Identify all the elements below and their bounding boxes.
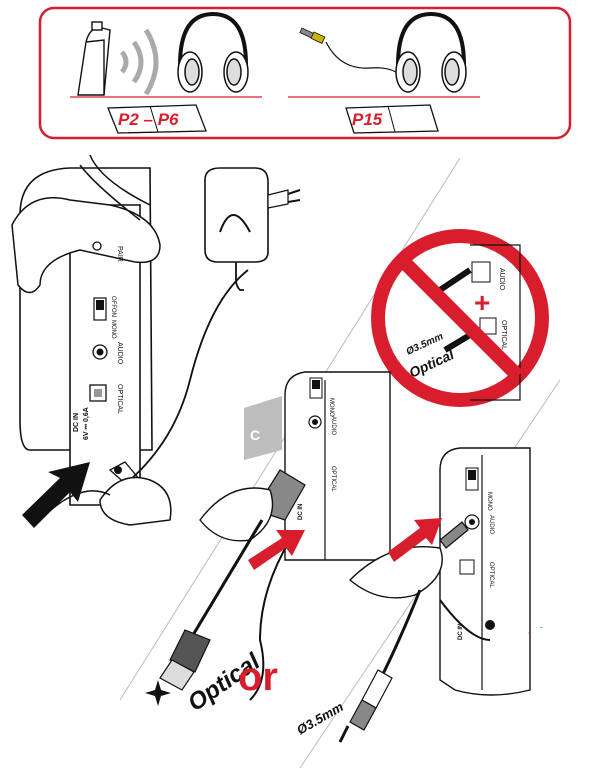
mid-audio-label: AUDIO: [330, 416, 336, 435]
manual-book-icon: P15: [345, 104, 439, 134]
on-label: ON: [110, 308, 116, 317]
prohibition-optical-port-label: OPTICAL: [500, 320, 507, 350]
insert-arrow-icon: [22, 462, 90, 528]
mono-switch: MONO ON OFF: [93, 296, 116, 339]
step-badge: C: [244, 396, 282, 460]
mid-mono-label: MONO: [328, 398, 334, 417]
jack-audio-label: AUDIO: [488, 515, 494, 534]
jack-mono-label: MONO: [486, 492, 492, 511]
transmitter-icon: [77, 21, 111, 96]
wireless-waves-icon: [119, 28, 159, 96]
page-ref-p2-p6: P2 – P6: [118, 110, 179, 129]
mid-dc-label: DC IN: [298, 504, 304, 520]
mid-optical-label: OPTICAL: [330, 466, 336, 492]
power-adapter-icon: [204, 167, 301, 291]
audio-label: AUDIO: [116, 342, 123, 365]
off-label: OFF: [110, 296, 116, 308]
jack-plug-icon: [338, 669, 393, 743]
manual-book-icon: P2 – P6: [107, 104, 207, 134]
sparkle-icon: [145, 680, 171, 706]
jack-size-caption: Ø3.5mm: [294, 699, 346, 738]
optical-label: OPTICAL: [116, 384, 123, 414]
device-panel-jack: MONO AUDIO OPTICAL DC IN: [439, 447, 531, 696]
insert-arrow-red-icon: [248, 530, 305, 570]
dc-in-label: DC IN: [73, 413, 80, 432]
prohibition-sign: + Ø3.5mm Optical AUDIO OPTICAL: [371, 229, 549, 407]
step-badge-label: C: [250, 427, 260, 443]
headphones-icon: [177, 11, 249, 93]
pair-button: [92, 241, 102, 251]
device-panel-optical: MONO AUDIO OPTICAL DC IN: [284, 371, 391, 561]
prohibition-audio-label: AUDIO: [498, 268, 505, 291]
dc-spec-label: 6V ⎓ 0,6A: [83, 407, 90, 440]
jack-optical-label: OPTICAL: [488, 562, 494, 588]
header-panel: P2 – P6 P15: [38, 6, 572, 140]
or-label: or: [238, 655, 278, 699]
polarity-marks: -: [528, 627, 532, 639]
pair-label: PAIR: [116, 246, 123, 262]
mono-label: MONO: [110, 320, 116, 339]
plus-sign: +: [474, 287, 490, 318]
polarity-marks-green: -: [540, 622, 543, 632]
optical-plug-assembly: [188, 469, 306, 701]
jack-dc-label: DC IN: [458, 624, 464, 640]
transmitter-back-panel: PAIR MONO ON OFF AUDIO OPTICAL DC IN 6V …: [11, 154, 249, 526]
jack-plug-assembly: [348, 521, 491, 681]
insert-arrow-red-icon: [388, 518, 442, 562]
page-ref-p15: P15: [352, 110, 383, 129]
headphones-icon: [395, 11, 467, 93]
optical-plug-icon: [145, 629, 211, 706]
